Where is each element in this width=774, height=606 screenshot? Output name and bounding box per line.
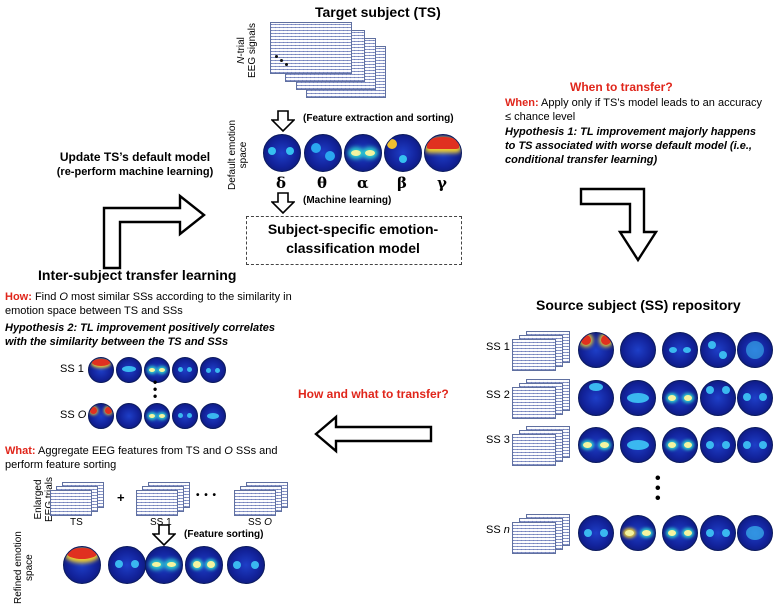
repository-title: Source subject (SS) repository (536, 297, 741, 313)
band-label-delta: δ (276, 174, 287, 192)
ss1-label: SS 1 (60, 363, 84, 375)
down-arrow-icon (152, 524, 176, 546)
eeg-signals-label: N-trial EEG signals (236, 22, 258, 78)
when-heading: When to transfer? (570, 80, 673, 94)
vertical-ellipsis: ••• (153, 375, 158, 403)
left-arrow-icon (314, 414, 433, 454)
band-label-alpha: α (357, 174, 369, 192)
model-box (246, 216, 462, 265)
elbow-arrow-icon (102, 193, 206, 270)
plus-sign: + (117, 490, 125, 505)
repo-ss1-label: SS 1 (486, 341, 510, 353)
when-text: When: Apply only if TS’s model leads to … (505, 97, 762, 123)
trial-ss1-label: SS 1 (150, 517, 172, 528)
down-arrow-icon (271, 110, 295, 132)
how-what-heading: How and what to transfer? (298, 387, 449, 401)
update-label: Update TS’s default model(re-perform mac… (56, 150, 214, 178)
band-label-theta: θ (317, 174, 328, 192)
band-label-gamma: γ (437, 174, 447, 192)
repo-ss2-label: SS 2 (486, 389, 510, 401)
feature-sorting-label: (Feature sorting) (184, 529, 264, 540)
how-text: How: Find O most similar SSs according t… (5, 291, 292, 317)
hypothesis-1: Hypothesis 1: TL improvement majorly hap… (505, 126, 757, 166)
band-label-beta: β (397, 174, 407, 192)
target-title: Target subject (TS) (315, 4, 441, 20)
machine-learning-label: (Machine learning) (303, 195, 392, 206)
feature-extraction-label: (Feature extraction and sorting) (303, 113, 454, 124)
horizontal-ellipsis: • • • (196, 490, 218, 501)
model-label: Subject-specific emotion-classification … (267, 221, 439, 256)
repository-ellipsis: ••• (655, 470, 661, 507)
sso-label: SS O (60, 409, 87, 421)
repo-ssn-label: SS n (486, 524, 510, 536)
hypothesis-2: Hypothesis 2: TL improvement positively … (5, 322, 275, 348)
what-text: What: Aggregate EEG features from TS and… (5, 445, 278, 471)
repo-ss3-label: SS 3 (486, 434, 510, 446)
trial-ts-label: TS (70, 517, 83, 528)
bent-down-arrow-icon (579, 187, 659, 263)
inter-title: Inter-subject transfer learning (38, 267, 237, 283)
down-arrow-icon (271, 192, 295, 214)
trial-sso-label: SS O (248, 517, 272, 528)
